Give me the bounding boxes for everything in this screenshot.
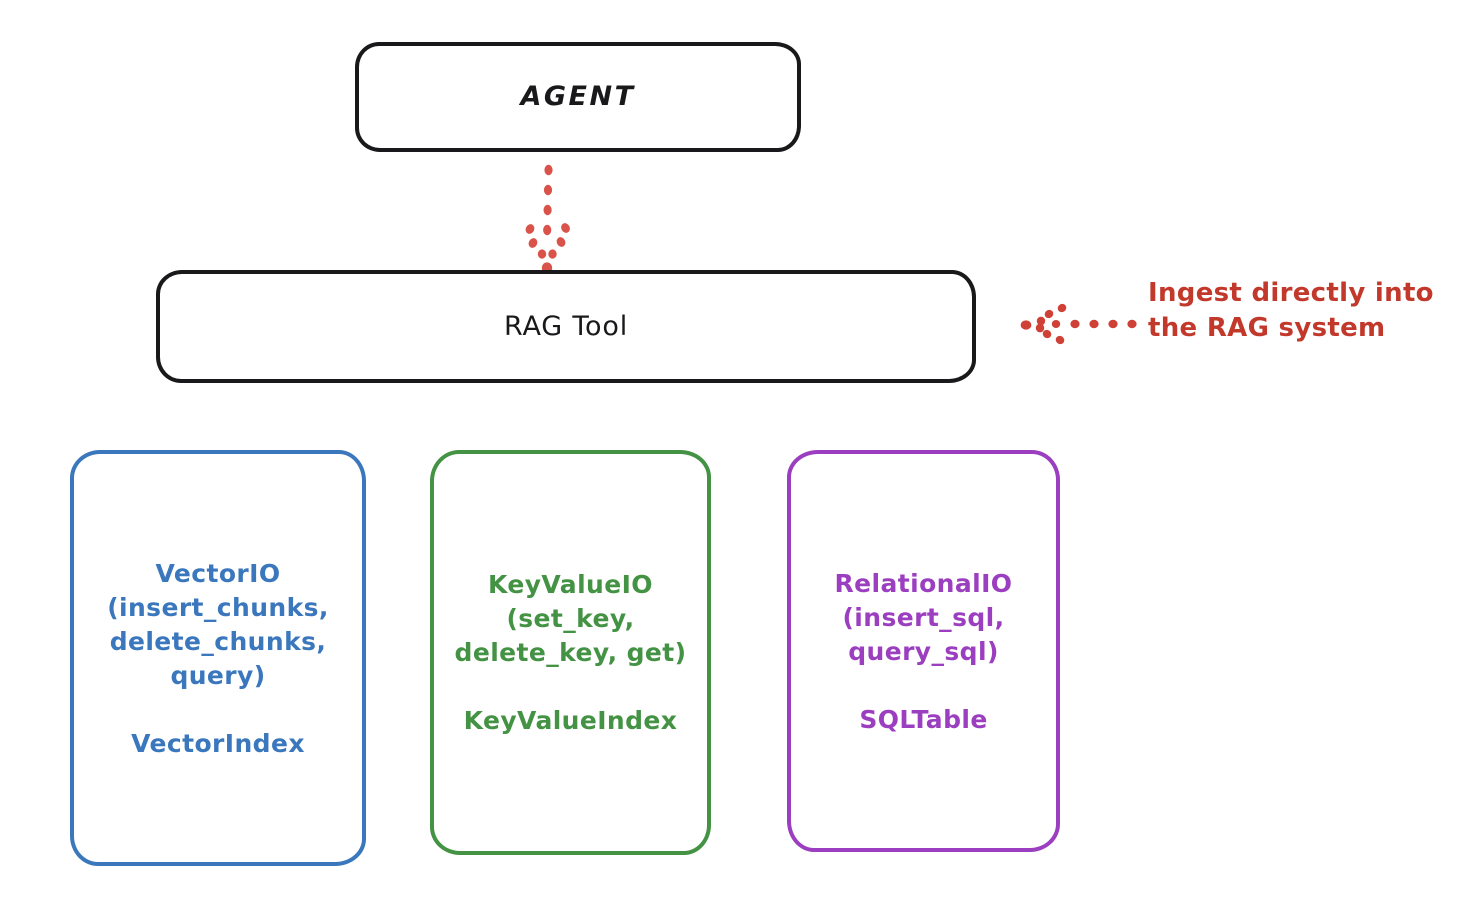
rag-tool-node-label: RAG Tool bbox=[503, 310, 628, 342]
relational-io-node[interactable]: RelationalIO (insert_sql, query_sql) SQL… bbox=[787, 450, 1060, 852]
vector-io-index-label: VectorIndex bbox=[131, 728, 305, 758]
agent-to-rag-connector-arrow-icon bbox=[525, 164, 570, 274]
relational-io-index-label: SQLTable bbox=[859, 704, 988, 734]
ingest-annotation-text: Ingest directly into the RAG system bbox=[1148, 278, 1434, 343]
agent-node-label: AGENT bbox=[520, 81, 636, 113]
relational-io-api-label: RelationalIO (insert_sql, query_sql) bbox=[834, 568, 1013, 666]
rag-tool-node[interactable]: RAG Tool bbox=[156, 270, 976, 383]
vector-io-node[interactable]: VectorIO (insert_chunks, delete_chunks, … bbox=[70, 450, 366, 866]
vector-io-api-label: VectorIO (insert_chunks, delete_chunks, … bbox=[107, 558, 329, 690]
key-value-io-node[interactable]: KeyValueIO (set_key, delete_key, get) Ke… bbox=[430, 450, 711, 855]
agent-node[interactable]: AGENT bbox=[355, 42, 801, 152]
ingest-connector-arrow-icon bbox=[1020, 303, 1137, 345]
key-value-io-api-label: KeyValueIO (set_key, delete_key, get) bbox=[454, 570, 687, 667]
key-value-io-index-label: KeyValueIndex bbox=[463, 706, 678, 735]
